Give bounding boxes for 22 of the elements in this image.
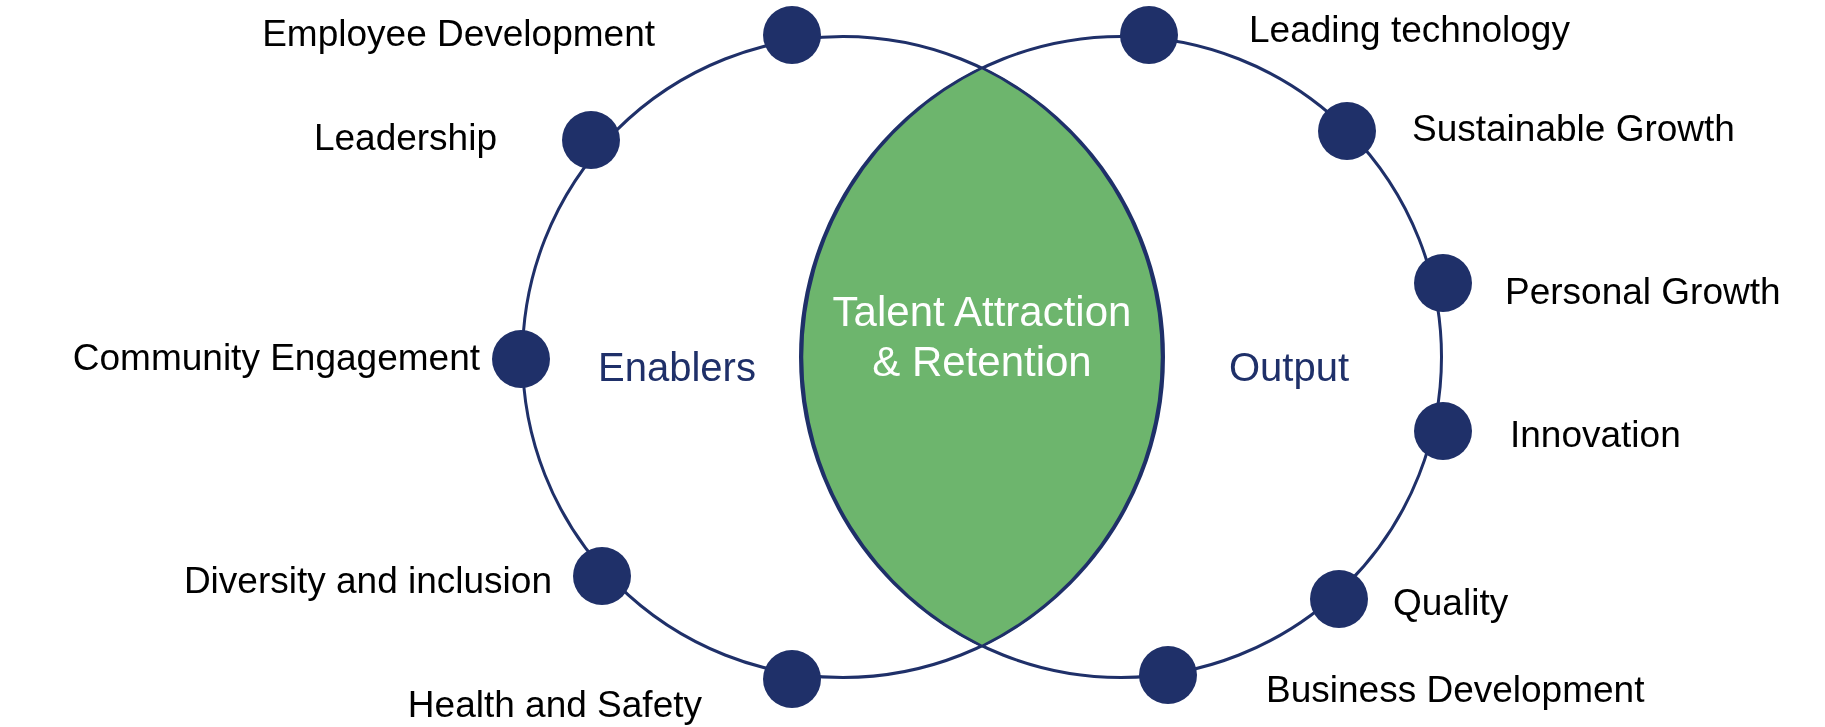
item-label: Leadership <box>313 118 497 156</box>
dot-marker <box>763 650 821 708</box>
item-label: Community Engagement <box>72 338 480 376</box>
lens-label: Talent Attraction & Retention <box>831 287 1133 388</box>
circle-label: Enablers <box>598 347 756 387</box>
dot-marker <box>573 547 631 605</box>
dot-marker <box>1414 254 1472 312</box>
dot-marker <box>562 111 620 169</box>
dot-marker <box>1414 402 1472 460</box>
item-label: Health and Safety <box>407 685 702 723</box>
item-label: Leading technology <box>1249 10 1570 48</box>
item-label: Sustainable Growth <box>1412 109 1735 147</box>
overlap-lens <box>799 67 1165 647</box>
item-label: Employee Development <box>262 14 655 52</box>
item-label: Diversity and inclusion <box>183 561 552 599</box>
item-label: Innovation <box>1510 415 1681 453</box>
circle-label: Output <box>1228 347 1350 387</box>
item-label: Business Development <box>1266 670 1645 708</box>
item-label: Quality <box>1393 583 1509 621</box>
dot-marker <box>763 6 821 64</box>
item-label: Personal Growth <box>1505 272 1781 310</box>
dot-marker <box>1310 570 1368 628</box>
